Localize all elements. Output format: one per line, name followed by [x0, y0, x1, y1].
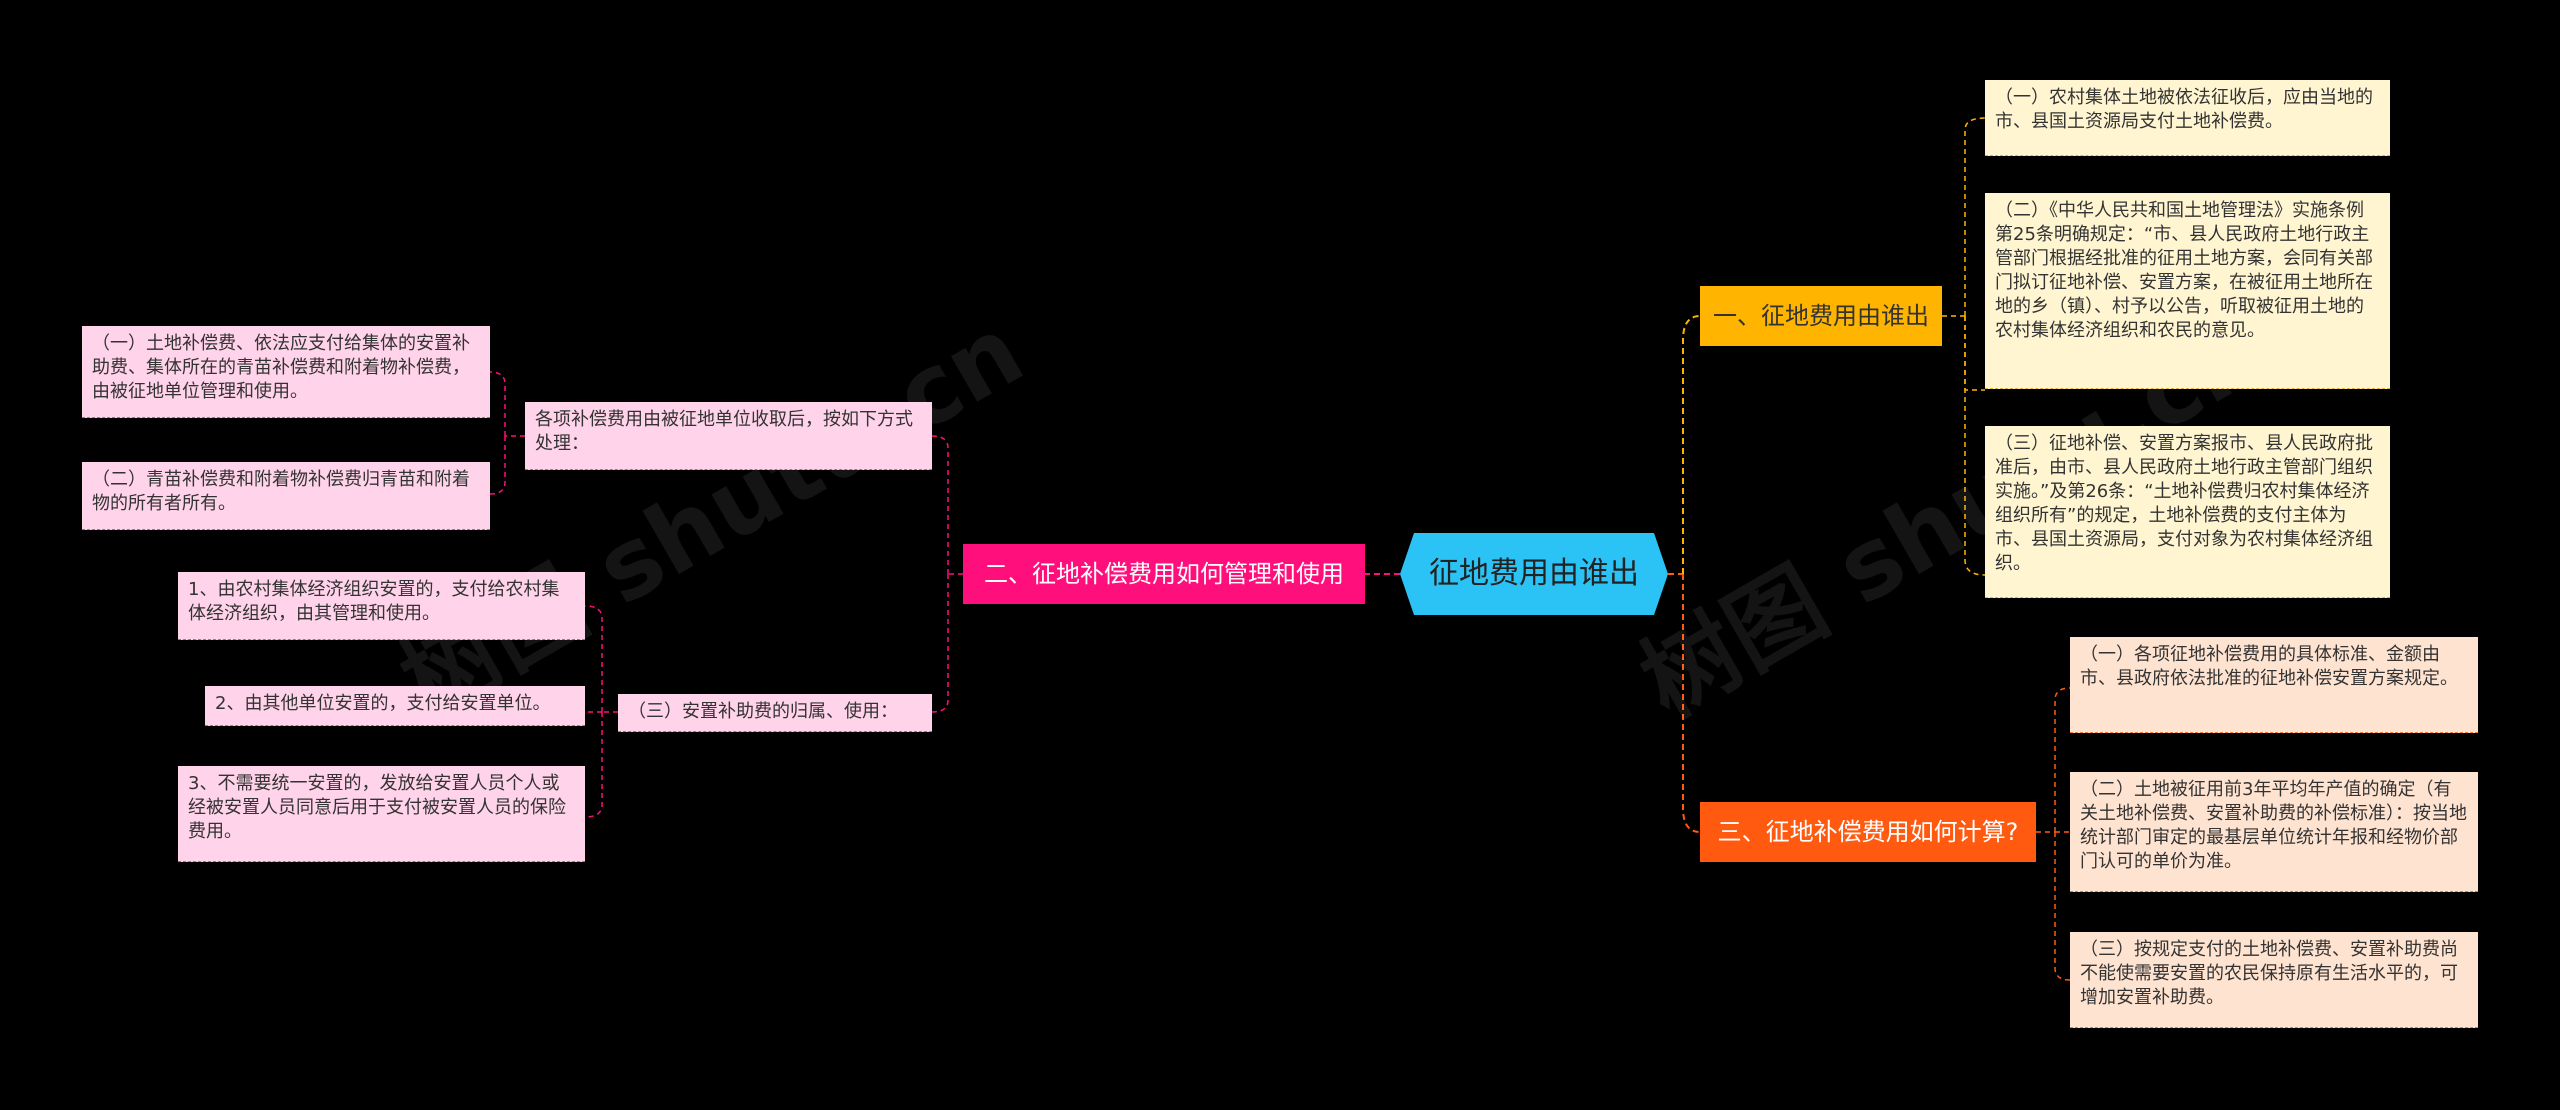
branch-who-pays[interactable]: 一、征地费用由谁出 [1700, 286, 1942, 346]
central-topic[interactable]: 征地费用由谁出 [1400, 533, 1668, 615]
leaf-fee-handling-2[interactable]: （二）青苗补偿费和附着物补偿费归青苗和附着物的所有者所有。 [82, 462, 490, 530]
leaf-subsidy-1[interactable]: 1、由农村集体经济组织安置的，支付给农村集体经济组织，由其管理和使用。 [178, 572, 585, 640]
sub-resettlement-subsidy[interactable]: （三）安置补助费的归属、使用： [618, 694, 932, 732]
leaf-subsidy-2[interactable]: 2、由其他单位安置的，支付给安置单位。 [205, 686, 585, 726]
sub-fee-handling[interactable]: 各项补偿费用由被征地单位收取后，按如下方式处理： [525, 402, 932, 470]
leaf-subsidy-3[interactable]: 3、不需要统一安置的，发放给安置人员个人或经被安置人员同意后用于支付被安置人员的… [178, 766, 585, 862]
leaf-calculation-3[interactable]: （三）按规定支付的土地补偿费、安置补助费尚不能使需要安置的农民保持原有生活水平的… [2070, 932, 2478, 1028]
leaf-calculation-2[interactable]: （二）土地被征用前3年平均年产值的确定（有关土地补偿费、安置补助费的补偿标准）：… [2070, 772, 2478, 892]
branch-management-use[interactable]: 二、征地补偿费用如何管理和使用 [963, 544, 1365, 604]
leaf-fee-handling-1[interactable]: （一）土地补偿费、依法应支付给集体的安置补助费、集体所在的青苗补偿费和附着物补偿… [82, 326, 490, 418]
branch-calculation[interactable]: 三、征地补偿费用如何计算? [1700, 802, 2036, 862]
leaf-who-pays-1[interactable]: （一）农村集体土地被依法征收后，应由当地的市、县国土资源局支付土地补偿费。 [1985, 80, 2390, 156]
leaf-calculation-1[interactable]: （一）各项征地补偿费用的具体标准、金额由市、县政府依法批准的征地补偿安置方案规定… [2070, 637, 2478, 733]
leaf-who-pays-2[interactable]: （二）《中华人民共和国土地管理法》实施条例第25条明确规定：“市、县人民政府土地… [1985, 193, 2390, 389]
leaf-who-pays-3[interactable]: （三）征地补偿、安置方案报市、县人民政府批准后，由市、县人民政府土地行政主管部门… [1985, 426, 2390, 598]
